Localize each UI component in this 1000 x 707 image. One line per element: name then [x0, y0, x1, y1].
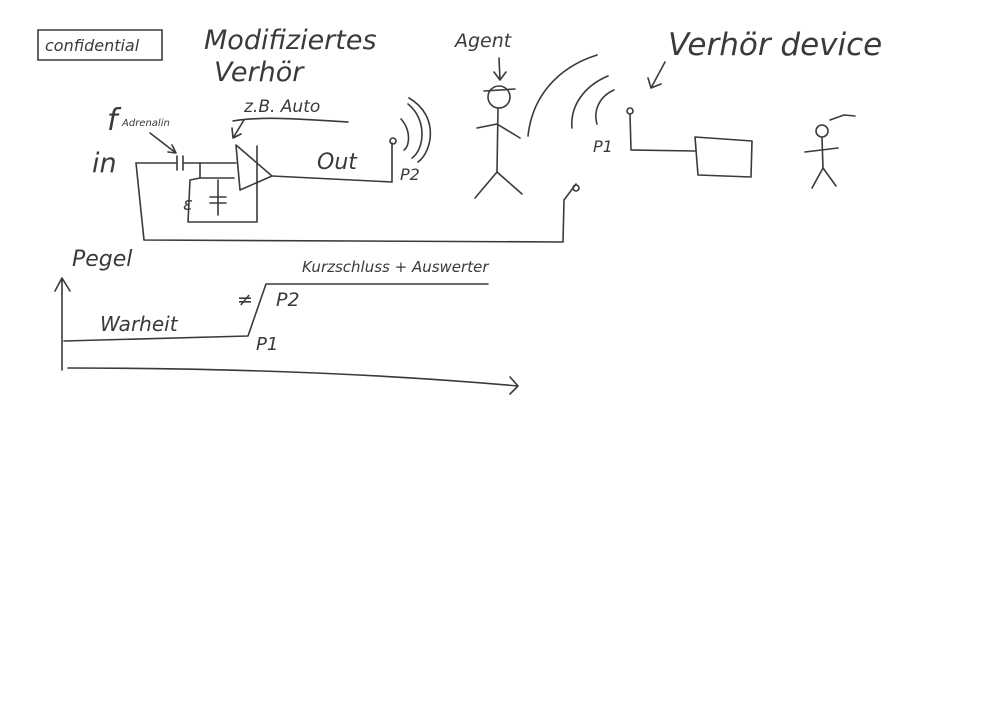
not-equal-mark: ≠	[237, 289, 253, 311]
agent-figure	[474, 85, 523, 199]
amplifier-triangle	[235, 144, 273, 191]
input-label: in	[92, 148, 117, 179]
level-curve	[63, 283, 489, 342]
output-radio-waves	[400, 97, 432, 163]
device-arrow	[647, 61, 666, 89]
stamp-box	[37, 29, 163, 61]
fc-subscript: Adrenalin	[121, 118, 170, 129]
example-underline	[232, 117, 349, 123]
agent-arrow	[493, 57, 507, 81]
example-arrow	[231, 119, 245, 139]
output-p2-label: P2	[400, 165, 420, 184]
y-axis-label: Pegel	[72, 247, 132, 272]
device-label: Verhör device	[668, 27, 882, 63]
feedback-loop	[135, 162, 577, 243]
high-level-label: Kurzschluss + Auswerter	[302, 258, 489, 276]
device-box	[694, 136, 753, 178]
fc-arrow	[149, 132, 177, 154]
graph-p2-label: P2	[276, 289, 300, 311]
agent-radio-waves	[527, 54, 615, 137]
verhoer-device: P1	[593, 107, 753, 178]
title-line-1: Modifiziertes	[204, 25, 377, 56]
amplifier-circuit: ε	[135, 137, 580, 243]
y-axis	[54, 277, 71, 371]
example-label: z.B. Auto	[243, 97, 320, 117]
low-level-label: Warheit	[100, 312, 179, 336]
input-capacitor	[176, 155, 184, 171]
fc-label: f	[107, 103, 122, 138]
graph-p1-label: P1	[256, 334, 278, 355]
subject-figure	[804, 114, 856, 189]
title-line-2: Verhör	[214, 57, 305, 88]
x-axis	[67, 367, 519, 395]
output-label: Out	[317, 150, 358, 175]
confidential-stamp: confidential	[37, 29, 163, 61]
agent-label: Agent	[453, 30, 513, 52]
device-p1-label: P1	[593, 137, 613, 156]
cap-label: ε	[183, 194, 193, 215]
level-graph: Pegel Warheit Kurzschluss + Auswerter ≠ …	[54, 247, 519, 395]
stamp-text: confidential	[45, 36, 140, 55]
